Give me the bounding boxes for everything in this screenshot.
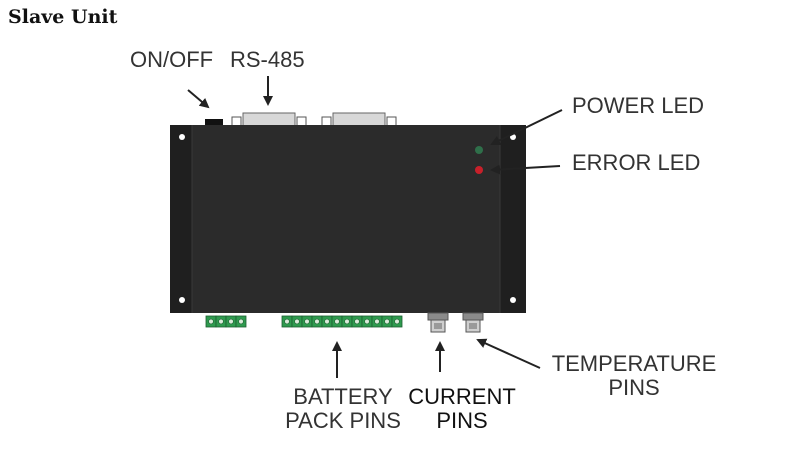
battery-terminal-pin-screw-10 xyxy=(374,318,380,325)
rs485-connector-right xyxy=(321,112,397,127)
current-pins-label: CURRENT PINS xyxy=(400,385,524,433)
on-off-arrow xyxy=(187,89,210,109)
battery-terminal-pin-screw-2 xyxy=(294,318,300,325)
current-label-line1: CURRENT xyxy=(408,384,516,409)
error-led-arrow xyxy=(490,164,561,175)
power-led-label: POWER LED xyxy=(572,93,705,118)
rs485-connector-left xyxy=(231,112,307,127)
on-off-label: ON/OFF xyxy=(130,47,214,72)
battery-terminal-pin-screw-6 xyxy=(334,318,340,325)
battery-pack-pins-label: BATTERY PACK PINS xyxy=(276,385,410,433)
power-led-arrow xyxy=(490,109,563,146)
battery-terminal-pin-screw-7 xyxy=(344,318,350,325)
error-led xyxy=(475,166,483,174)
battery-terminal-pin-screw-5 xyxy=(324,318,330,325)
temperature-label-line2: PINS xyxy=(608,375,660,400)
battery-terminal-pin-screw-12 xyxy=(394,318,400,325)
page-title: Slave Unit xyxy=(8,6,118,28)
temperature-socket xyxy=(462,312,484,333)
temperature-arrow xyxy=(476,338,541,369)
temperature-label-line1: TEMPERATURE xyxy=(551,351,717,376)
error-led-label: ERROR LED xyxy=(572,150,701,175)
battery-terminal-pin-screw-9 xyxy=(364,318,370,325)
power-led xyxy=(475,146,483,154)
current-label-line2: PINS xyxy=(436,408,488,433)
small-terminal-pin-screw-4 xyxy=(238,318,244,325)
battery-label-line1: BATTERY xyxy=(293,384,393,409)
small-terminal-pin-screw-2 xyxy=(218,318,224,325)
battery-terminal-pin-screw-3 xyxy=(304,318,310,325)
current-socket xyxy=(427,312,449,333)
temperature-pins-label: TEMPERATURE PINS xyxy=(544,352,724,400)
battery-terminal-pin-screw-1 xyxy=(284,318,290,325)
battery-terminal-pin-screw-8 xyxy=(354,318,360,325)
small-terminal-pin-screw-3 xyxy=(228,318,234,325)
on-off-switch xyxy=(205,119,223,127)
battery-label-line2: PACK PINS xyxy=(285,408,401,433)
terminal-block-small xyxy=(205,315,247,328)
enclosure xyxy=(170,125,526,313)
battery-terminal-pin-screw-4 xyxy=(314,318,320,325)
battery-pack-terminal-block xyxy=(281,315,403,328)
battery-terminal-pin-screw-11 xyxy=(384,318,390,325)
rs485-label: RS-485 xyxy=(230,47,305,72)
small-terminal-pin-screw-1 xyxy=(208,318,214,325)
